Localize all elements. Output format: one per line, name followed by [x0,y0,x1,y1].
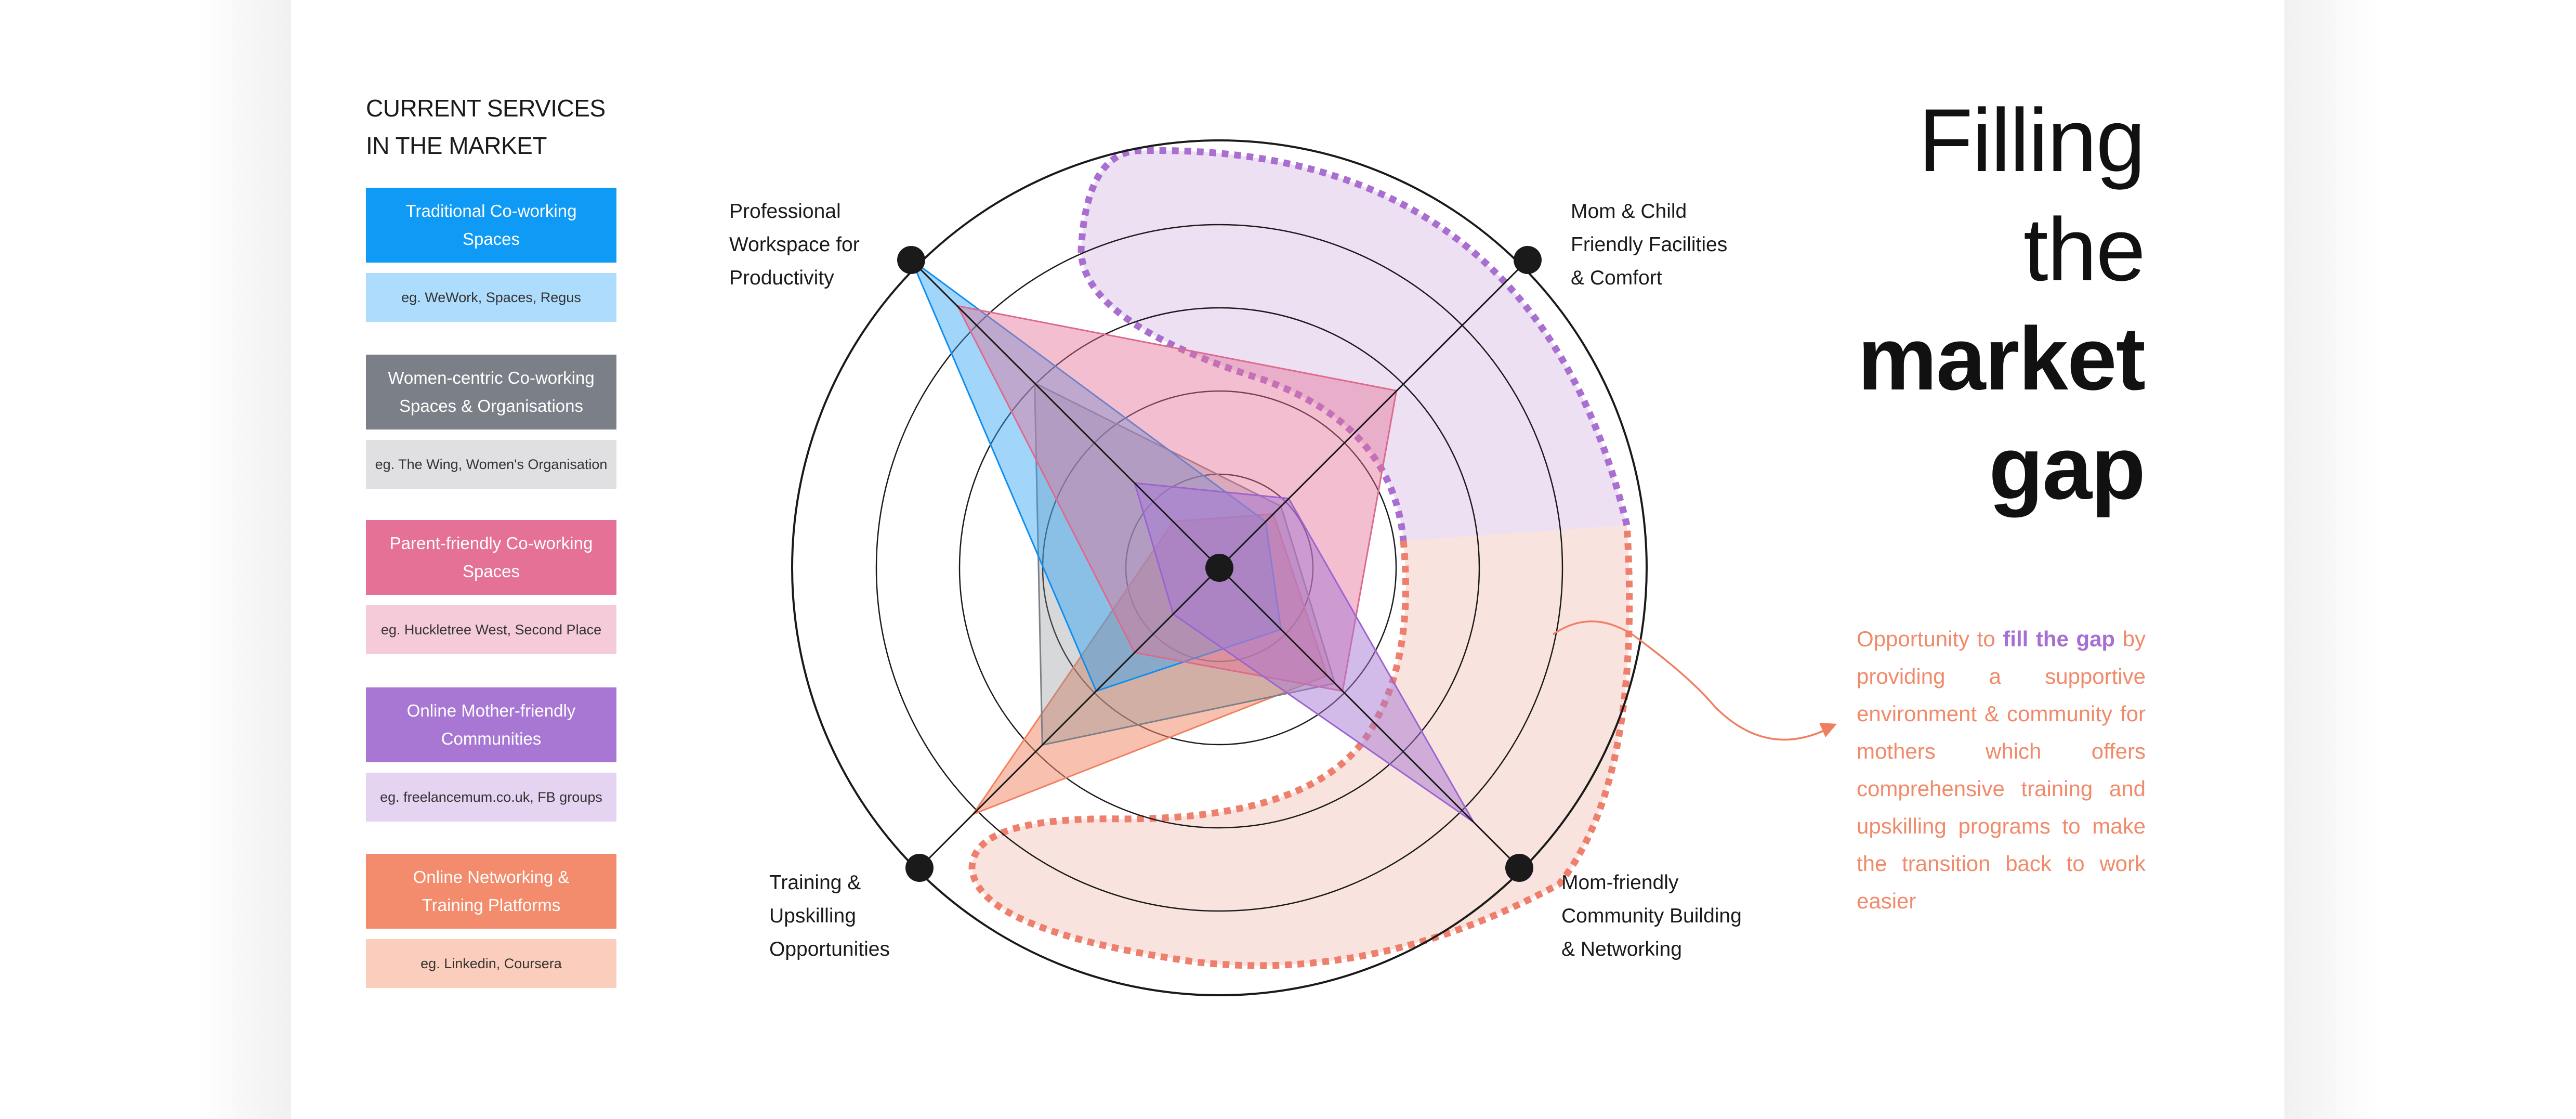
axis-label-line: & Networking [1561,938,1682,960]
opportunity-prefix: Opportunity to [1857,627,1995,651]
axis-line-bottom-right [1218,567,1520,869]
connector-arrowhead-icon [1819,723,1837,737]
axis-label-line: Community Building [1561,905,1742,927]
service-name-line-2: Spaces [462,229,520,249]
service-name-line-1: Online Networking & [413,867,570,887]
axis-label-line: Productivity [729,267,834,289]
grid-ring-4 [875,224,1563,912]
title-line-1: Filling [1918,90,2146,190]
service-example: eg. The Wing, Women's Organisation [366,440,616,489]
service-example: eg. freelancemum.co.uk, FB groups [366,773,616,822]
axis-label-community-networking: Mom-friendly Community Building & Networ… [1561,866,1742,966]
axis-label-training-upskilling: Training & Upskilling Opportunities [769,866,890,966]
axis-end-dot-top-right [1514,246,1542,274]
axis-label-line: Friendly Facilities [1571,233,1728,256]
axis-label-line: Mom & Child [1571,200,1687,223]
opportunity-suffix: by providing a supportive environment & … [1857,627,2146,913]
service-name-line-1: Online Mother-friendly [406,701,576,720]
title-line-2: the [2023,200,2146,300]
left-shadow [198,0,291,1119]
connector-curve [1553,620,1830,741]
service-name-line-2: Communities [441,729,542,748]
gap-dotted-outline-lower [968,525,1633,969]
opportunity-highlight: fill the gap [2003,627,2115,651]
service-example: eg. Linkedin, Coursera [366,939,616,988]
service-name-line-2: Spaces [462,562,520,581]
service-online-networking-training: Online Networking & Training Platforms eg… [366,854,616,988]
axis-label-line: & Comfort [1571,267,1662,289]
service-example: eg. Huckletree West, Second Place [366,605,616,654]
service-name: Online Networking & Training Platforms [366,854,616,929]
heading-line-2: IN THE MARKET [366,132,547,159]
axis-label-line: Workspace for [729,233,860,256]
center-dot [1205,554,1233,582]
service-name-line-1: Women-centric Co-working [388,368,595,387]
axis-line-top-right [1218,259,1529,569]
service-name-line-1: Parent-friendly Co-working [389,534,593,553]
grid-ring-3 [958,307,1480,829]
title-line-4: gap [1989,418,2146,518]
page-title: Filling the market gap [1857,86,2146,523]
service-name-line-2: Training Platforms [422,895,561,915]
axis-label-line: Training & [769,871,861,894]
grid-ring-outer [791,139,1648,996]
service-name-line-1: Traditional Co-working [405,201,577,220]
axis-line-bottom-left [918,567,1220,869]
service-example: eg. WeWork, Spaces, Regus [366,273,616,322]
axis-label-line: Mom-friendly [1561,871,1679,894]
axis-label-professional-workspace: Professional Workspace for Productivity [729,195,860,295]
axis-line-top-left [910,259,1220,569]
axis-label-line: Opportunities [769,938,890,960]
gap-lower-tint [972,525,1629,966]
axis-end-dot-top-left [897,246,925,274]
service-name-line-2: Spaces & Organisations [399,396,584,415]
axis-end-dot-bottom-right [1505,854,1533,882]
axis-end-dot-bottom-left [905,854,934,882]
gap-dotted-outline-upper [1077,147,1631,541]
heading-line-1: CURRENT SERVICES [366,95,606,122]
axis-label-line: Professional [729,200,841,223]
opportunity-text: Opportunity to fill the gap by providing… [1857,620,2146,920]
right-shadow [2284,0,2378,1119]
title-line-3: market [1857,309,2146,409]
services-heading: CURRENT SERVICES IN THE MARKET [366,89,636,164]
axis-label-line: Upskilling [769,905,856,927]
axis-label-mom-child-facilities: Mom & Child Friendly Facilities & Comfor… [1571,195,1727,295]
